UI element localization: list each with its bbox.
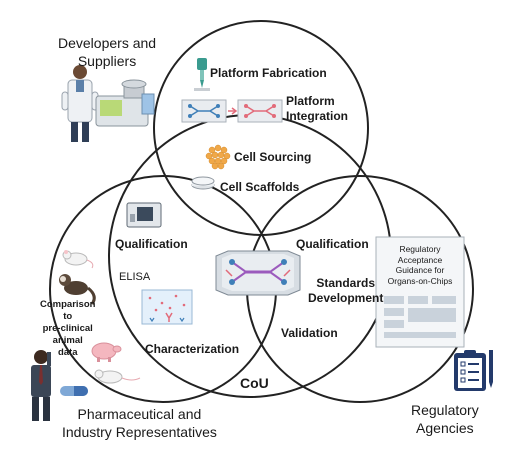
scientist-icon [61, 65, 99, 142]
scaffold-dish-icon [191, 176, 215, 190]
micropipette-icon [194, 58, 210, 91]
label-guidance-document: Regulatory Acceptance Guidance for Organ… [387, 244, 453, 286]
label-comparison: Comparison to pre-clinical animal data [40, 299, 96, 358]
pen-icon [489, 350, 493, 388]
label-qualification-right: Qualification [296, 237, 369, 251]
label-cell-sourcing: Cell Sourcing [234, 150, 312, 164]
group-label-regulatory: Regulatory Agencies [411, 402, 479, 436]
group-label-developers: Developers and Suppliers [58, 35, 157, 69]
marmoset-icon [59, 274, 96, 305]
clipboard-checklist-icon [454, 350, 486, 391]
label-platform-integration: Platform Integration [286, 94, 348, 123]
pig-icon [91, 342, 122, 362]
businessman-icon [31, 350, 51, 421]
label-qualification-left: Qualification [115, 237, 188, 251]
mouse-icon [62, 250, 94, 269]
label-cell-scaffolds: Cell Scaffolds [220, 180, 300, 194]
label-cou: CoU [240, 375, 269, 391]
circle-developers [153, 20, 369, 236]
label-platform-fabrication: Platform Fabrication [210, 66, 327, 80]
capsule-icon [60, 386, 88, 396]
rat-icon [94, 369, 141, 384]
chip-channel-icon [181, 99, 283, 123]
lab-instrument-icon [95, 79, 155, 127]
label-elisa: ELISA [119, 271, 151, 283]
guidance-document-icon [375, 236, 465, 348]
cell-cluster-icon [205, 144, 231, 170]
elisa-assay-icon [141, 289, 193, 325]
label-standards-development: Standards Development [308, 276, 384, 305]
label-validation: Validation [281, 326, 338, 340]
plate-reader-icon [126, 202, 162, 228]
label-characterization: Characterization [145, 342, 240, 356]
organ-chip-icon [215, 250, 301, 296]
group-label-pharma: Pharmaceutical and Industry Representati… [62, 406, 217, 440]
